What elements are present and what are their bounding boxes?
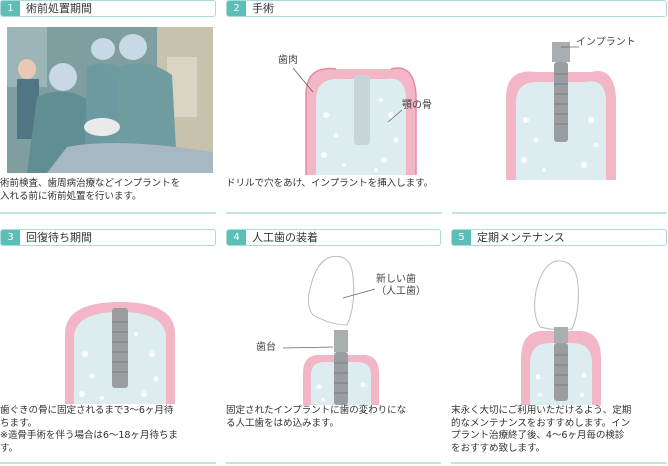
- healing-illustration: [60, 294, 180, 404]
- step-5-header: 5 定期メンテナンス: [451, 229, 667, 246]
- step-5-number: 5: [452, 230, 471, 245]
- jawbone-label: 顎の骨: [402, 100, 432, 112]
- implant-leader-line: [561, 43, 581, 51]
- step-5-divider: [451, 462, 667, 464]
- gum-leader-line: [291, 66, 321, 96]
- step-3-panel: 3 回復待ち期間 歯ぐきの骨に固定されるまで3～6ヶ月待 ちます。 ※造骨手術を…: [0, 229, 216, 466]
- step-2-number: 2: [227, 1, 246, 16]
- step-1-number: 1: [1, 1, 20, 16]
- step-4-header: 4 人工歯の装着: [226, 229, 441, 246]
- step-4-divider: [226, 462, 441, 464]
- new-tooth-label: 新しい歯 （人工歯）: [376, 274, 426, 298]
- step-4-title: 人工歯の装着: [252, 230, 318, 245]
- step-3-divider: [0, 462, 216, 464]
- step-4-description: 固定されたインプラントに歯の変わりにな る人工歯をはめ込みます。: [226, 405, 441, 430]
- abutment-leader-line: [281, 341, 337, 353]
- step-2-divider-right: [452, 212, 667, 214]
- step-4-panel: 4 人工歯の装着 新しい歯 （人工歯） 歯台 固定されたインプラントに歯の変わり…: [226, 229, 441, 466]
- step-2-title: 手術: [252, 1, 274, 16]
- step-2-panel: 2 手術 歯肉 顎の骨 インプラント ドリルで穴: [226, 0, 667, 215]
- step-3-title: 回復待ち期間: [26, 230, 92, 245]
- step-2-description: ドリルで穴をあけ、インプラントを挿入します。: [226, 178, 667, 191]
- crown-placement-illustration: [301, 255, 381, 405]
- implant-label: インプラント: [576, 37, 636, 49]
- step-3-description: 歯ぐきの骨に固定されるまで3～6ヶ月待 ちます。 ※造骨手術を伴う場合は6～18…: [0, 405, 216, 455]
- implant-inserted-illustration: [496, 40, 626, 180]
- step-1-header: 1 術前処置期間: [0, 0, 216, 17]
- new-tooth-leader-line: [341, 287, 377, 301]
- jawbone-leader-line: [386, 108, 406, 128]
- step-5-panel: 5 定期メンテナンス 末永く大切にご利用いただけるよう、定期 的なメンテナンスを…: [451, 229, 667, 466]
- step-3-header: 3 回復待ち期間: [0, 229, 216, 246]
- step-2-header: 2 手術: [226, 0, 667, 17]
- step-3-number: 3: [1, 230, 20, 245]
- step-4-number: 4: [227, 230, 246, 245]
- abutment-label: 歯台: [256, 342, 276, 354]
- completed-implant-illustration: [516, 259, 606, 405]
- surgery-photo: [7, 27, 213, 173]
- step-2-divider-left: [226, 212, 442, 214]
- step-1-description: 術前検査、歯周病治療などインプラントを 入れる前に術前処置を行います。: [0, 178, 216, 203]
- step-1-title: 術前処置期間: [26, 1, 92, 16]
- step-5-description: 末永く大切にご利用いただけるよう、定期 的なメンテナンスをおすすめします。イン …: [451, 405, 667, 455]
- step-1-divider: [0, 212, 216, 214]
- step-5-title: 定期メンテナンス: [477, 230, 565, 245]
- step-1-panel: 1 術前処置期間 術前検査、歯周病治療などインプラントを 入れる前に術前処置を行…: [0, 0, 216, 215]
